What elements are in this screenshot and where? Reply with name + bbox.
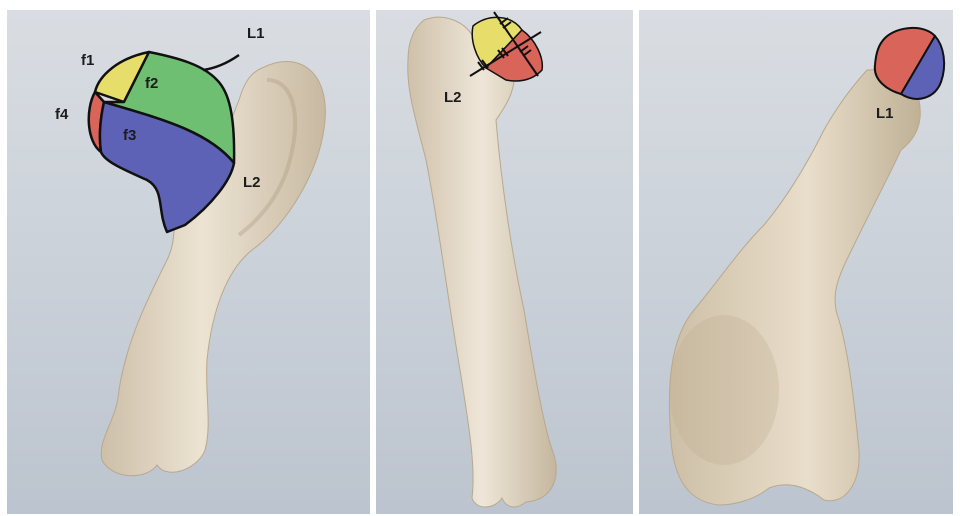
label-L1: L1 <box>876 106 894 121</box>
bone-illustration-1 <box>7 10 370 514</box>
label-f1: f1 <box>81 53 94 68</box>
label-L1: L1 <box>247 26 265 41</box>
label-L2: L2 <box>444 90 462 105</box>
bone-illustration-2 <box>376 10 633 514</box>
label-f3: f3 <box>123 128 136 143</box>
humerus-shape <box>408 17 556 507</box>
bone-illustration-3 <box>639 10 953 514</box>
panel-shaft-view: L2 <box>376 10 633 514</box>
panel-distal-view: L1 <box>639 10 953 514</box>
panel-head-segmentation: f1 f2 f3 f4 L1 L2 <box>7 10 370 514</box>
label-f2: f2 <box>145 76 158 91</box>
label-f4: f4 <box>55 107 68 122</box>
line-L1 <box>203 55 239 70</box>
label-L2: L2 <box>243 175 261 190</box>
